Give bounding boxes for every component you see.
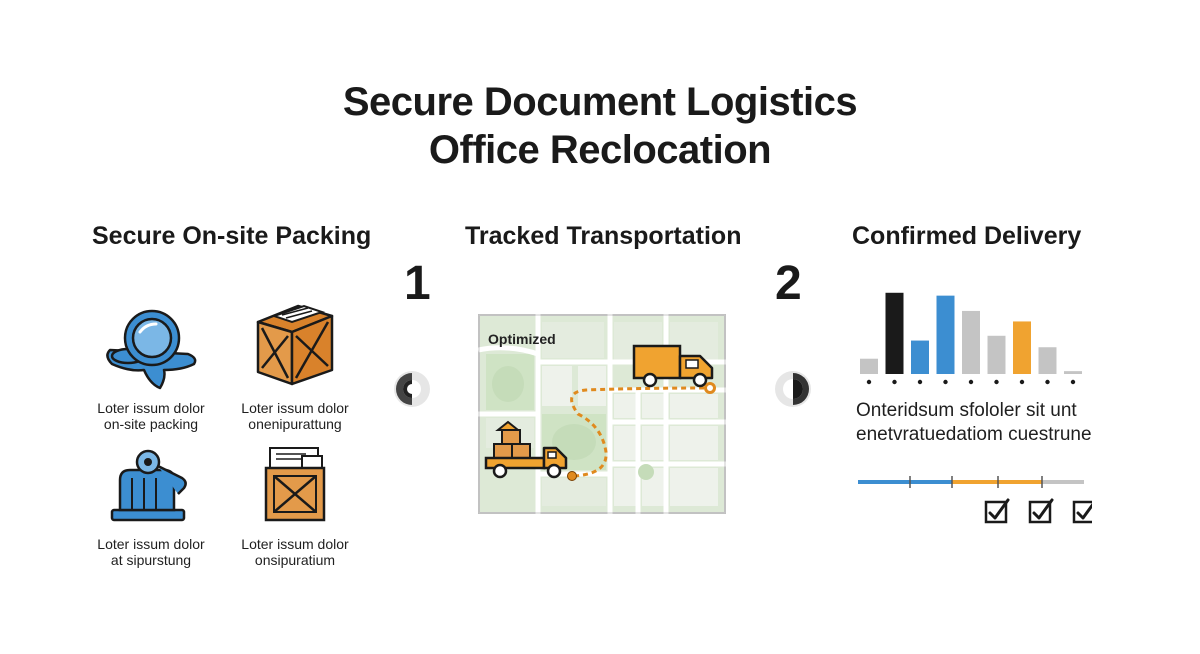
caption-line: Loter issum dolor: [241, 400, 349, 416]
checkbox-checked-icon: [984, 498, 1010, 524]
chart-bar: [1064, 371, 1082, 374]
chart-bar: [911, 340, 929, 374]
seal-stamp-icon: [106, 309, 197, 390]
packing-caption-2: Loter issum dolor onenipurattung: [220, 400, 370, 432]
map-label: Optimized: [488, 331, 556, 347]
delivery-progress-timeline: [858, 476, 1092, 524]
packing-caption-1: Loter issum dolor on-site packing: [76, 400, 226, 432]
delivery-description-line2: enetvratuedatiom cuestrune: [856, 424, 1092, 445]
step-heading-transport: Tracked Transportation: [465, 222, 742, 250]
loaded-truck-icon: [484, 420, 568, 479]
chart-tick-dot: [866, 379, 872, 385]
step-number-1: 1: [404, 257, 431, 310]
caption-line: Loter issum dolor: [97, 400, 205, 416]
chart-bar: [1013, 321, 1031, 374]
delivery-description-line1: Onteridsum sfololer sit unt: [856, 400, 1077, 421]
route-map: [478, 314, 726, 514]
caption-line: Loter issum dolor: [97, 536, 205, 552]
checkbox-checked-icon: [1072, 500, 1092, 524]
chart-tick-dot: [1070, 379, 1076, 385]
caption-line: onsipuratium: [254, 552, 336, 568]
chart-bar: [987, 335, 1006, 374]
packing-caption-3: Loter issum dolor at sipurstung: [76, 536, 226, 568]
chart-tick-dot: [1019, 379, 1025, 385]
chart-bar: [936, 295, 955, 374]
page-title-line1: Secure Document Logistics: [342, 80, 858, 124]
connector-dot-2-icon: [775, 371, 811, 407]
chart-tick-dot: [892, 379, 897, 385]
chart-bar: [1038, 347, 1057, 374]
checkbox-checked-icon: [1028, 498, 1054, 524]
delivery-bar-chart: [860, 292, 1082, 385]
delivery-truck-icon: [632, 344, 714, 388]
caption-line: at sipurstung: [110, 552, 192, 568]
caption-line: Loter issum dolor: [241, 536, 349, 552]
chart-bar: [860, 358, 878, 374]
step-heading-packing: Secure On-site Packing: [92, 222, 372, 250]
chart-tick-dot: [994, 379, 999, 385]
chart-tick-dot: [917, 379, 923, 385]
step-number-2: 2: [775, 257, 802, 310]
chart-bar: [885, 292, 904, 374]
caption-line: on-site packing: [103, 416, 199, 432]
packing-caption-4: Loter issum dolor onsipuratium: [220, 536, 370, 568]
connector-dot-1-icon: [394, 371, 430, 407]
page-title-line2: Office Reclocation: [428, 128, 772, 172]
crate-icon: [256, 304, 334, 386]
box-with-documents-icon: [264, 447, 326, 522]
shredder-icon: [110, 449, 187, 522]
chart-bar: [962, 310, 980, 374]
chart-tick-dot: [1045, 379, 1050, 385]
chart-tick-dot: [943, 379, 948, 385]
caption-line: onenipurattung: [248, 416, 342, 432]
chart-tick-dot: [968, 379, 974, 385]
step-heading-delivery: Confirmed Delivery: [852, 222, 1082, 250]
